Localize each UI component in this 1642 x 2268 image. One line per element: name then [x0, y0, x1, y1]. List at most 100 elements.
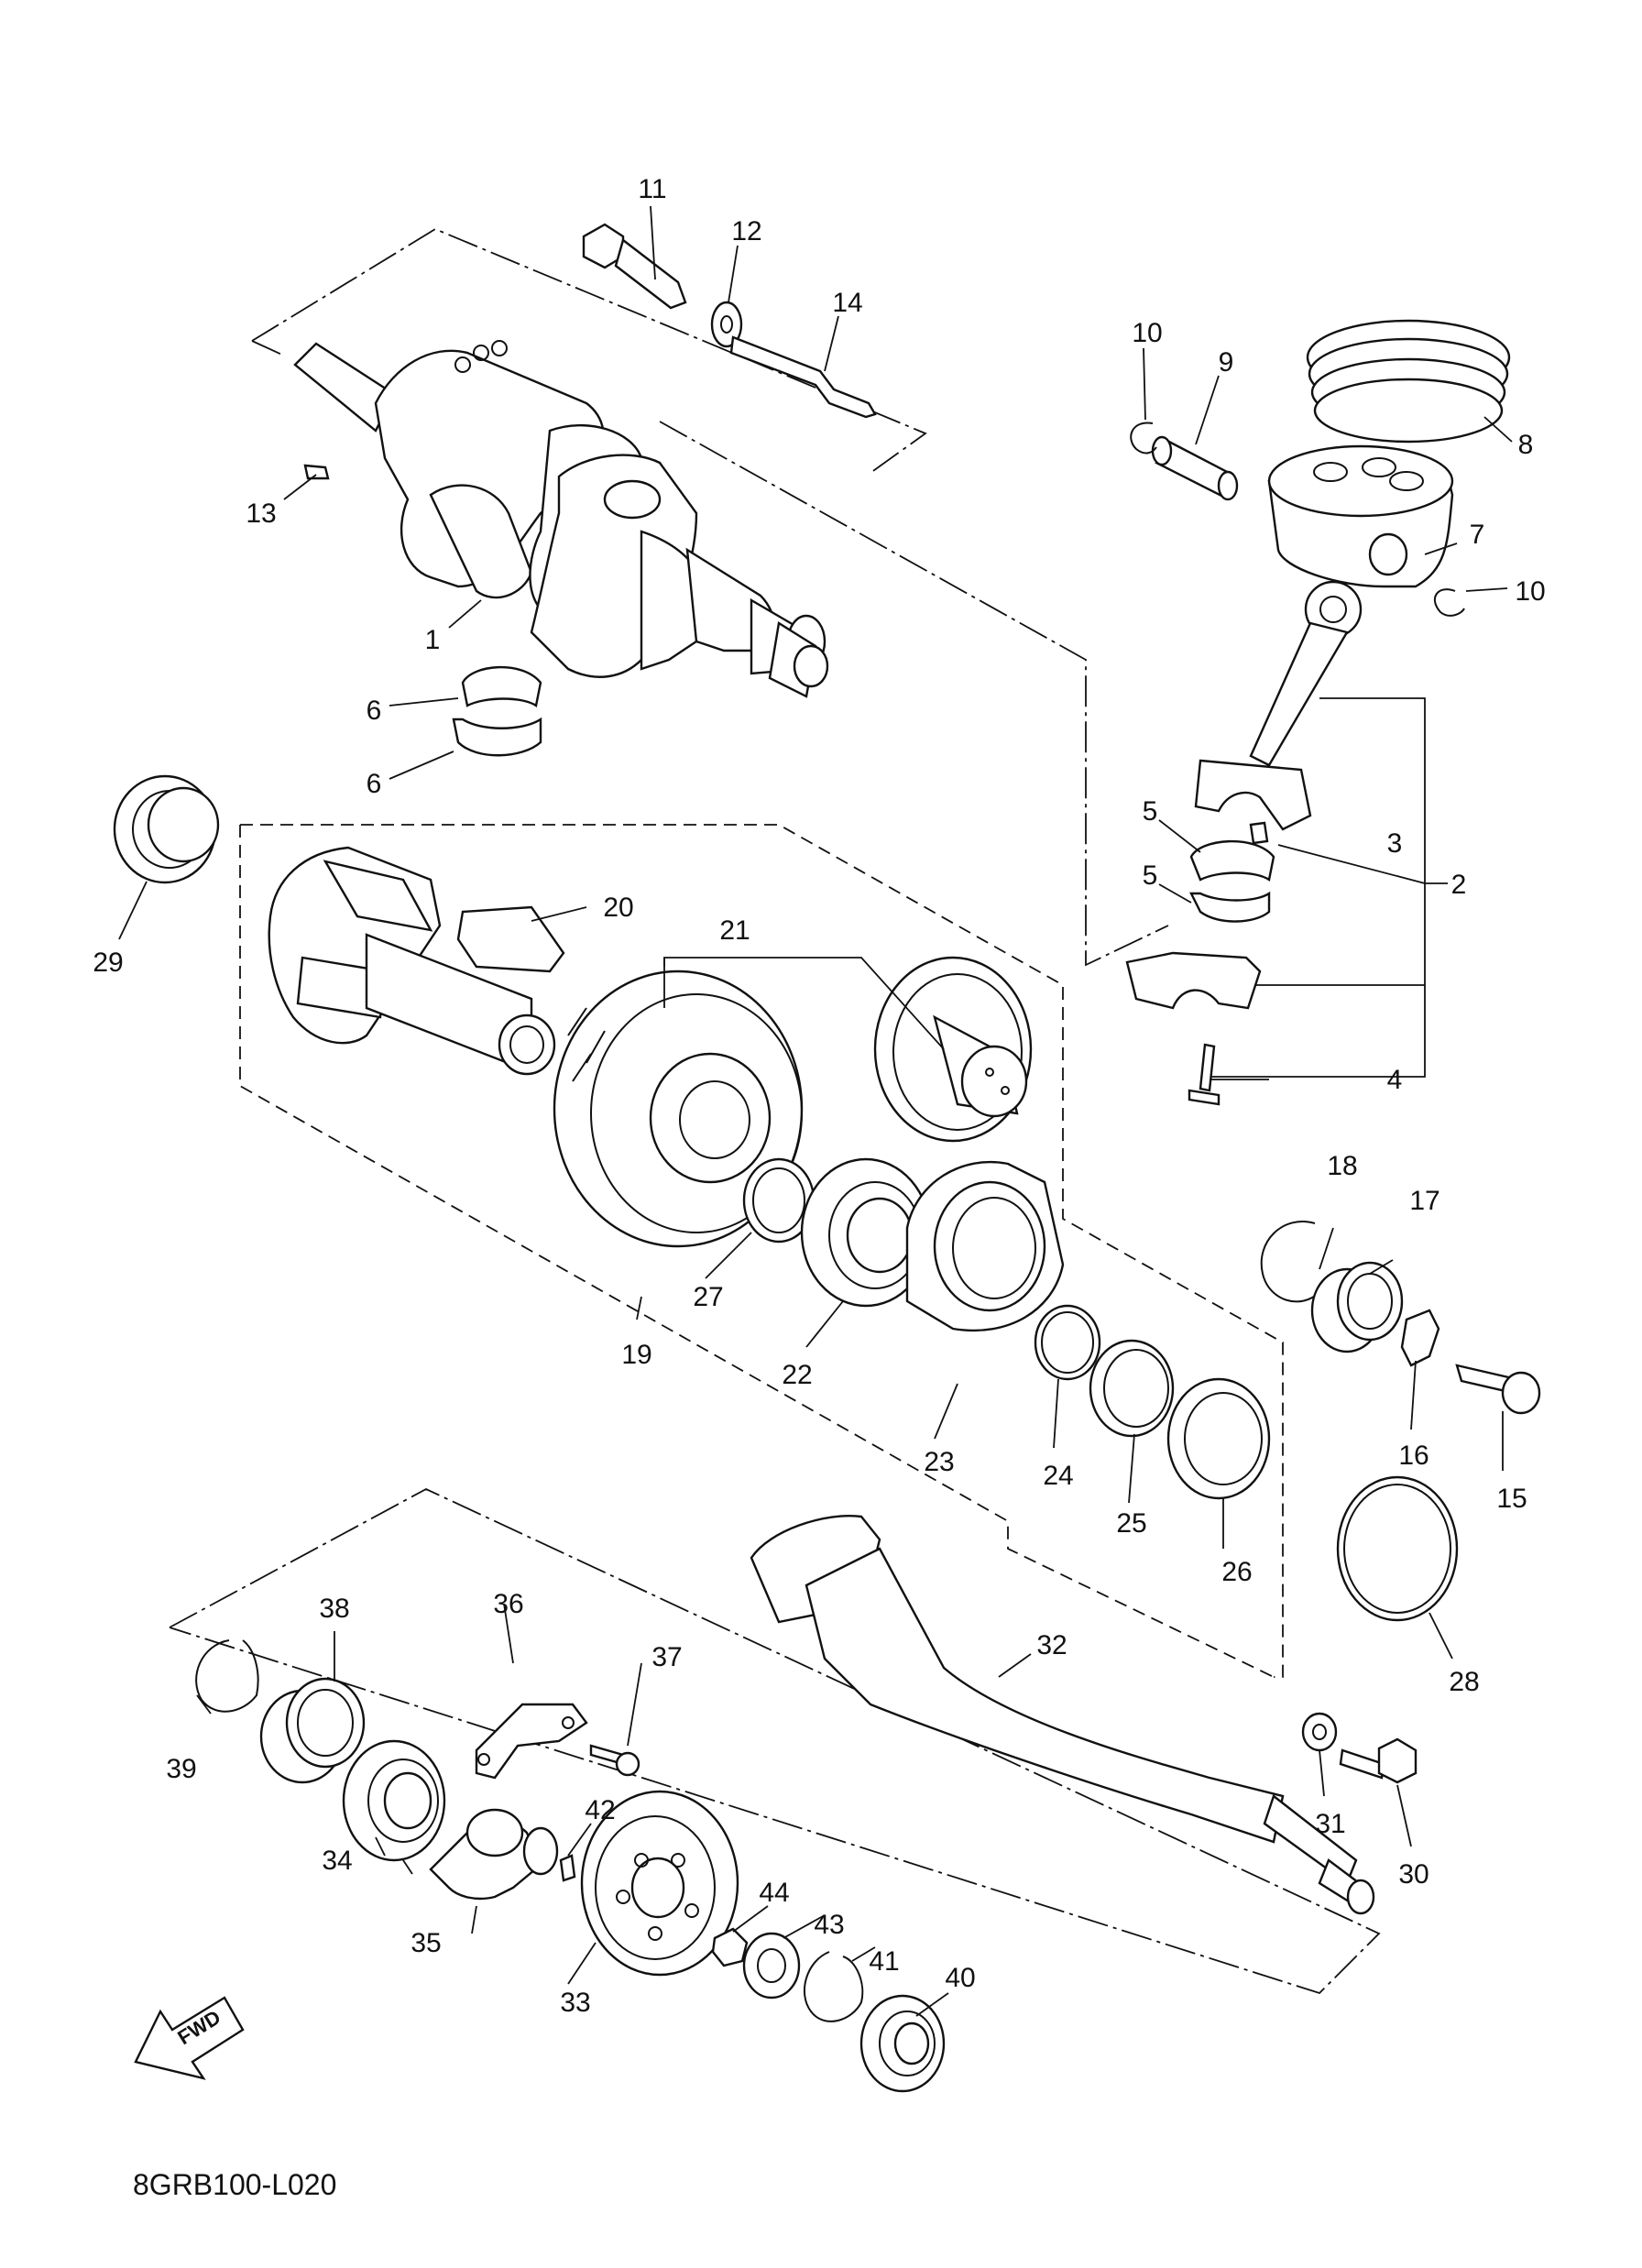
callout-23: 23	[924, 1447, 954, 1477]
plate-14	[729, 335, 877, 419]
piston-7	[1267, 444, 1454, 588]
bearing-5-upper	[1189, 839, 1275, 882]
rod-bolt	[1188, 1043, 1221, 1106]
lock-washer-16	[1400, 1309, 1440, 1367]
oil-seal-26	[1166, 1377, 1271, 1500]
bearing-5-lower	[1189, 891, 1271, 923]
collar-25	[1089, 1339, 1175, 1438]
callout-16: 16	[1398, 1441, 1429, 1471]
diagram-code: 8GRB100-L020	[133, 2168, 336, 2201]
callout-30: 30	[1398, 1859, 1429, 1890]
pin-42	[559, 1854, 576, 1882]
callout-18: 18	[1327, 1151, 1357, 1181]
crank-bearing-6-upper	[461, 665, 542, 707]
balancer-drive-gear	[553, 970, 804, 1248]
callout-39: 39	[166, 1754, 196, 1784]
woodruff-key	[303, 464, 330, 480]
circlip-10-right	[1434, 588, 1465, 617]
callout-3: 3	[1387, 828, 1403, 859]
callout-43: 43	[814, 1910, 844, 1940]
stopper-plate-36	[475, 1703, 588, 1780]
cam-35	[429, 1808, 559, 1901]
callout-9: 9	[1219, 347, 1234, 378]
needle-bearing-38	[259, 1677, 366, 1784]
connecting-rod-leader-outline	[659, 421, 1169, 967]
callout-14: 14	[832, 288, 862, 318]
callout-42: 42	[585, 1795, 615, 1825]
conrod-bracket	[1210, 697, 1448, 1080]
callout-15: 15	[1496, 1484, 1527, 1514]
piston-pin-9	[1151, 435, 1239, 501]
callout-33: 33	[560, 1988, 590, 2018]
crankshaft	[293, 340, 829, 698]
bolt-11	[582, 223, 687, 310]
circlip-18	[1260, 1221, 1320, 1303]
callout-31: 31	[1315, 1809, 1345, 1839]
callout-35: 35	[410, 1928, 441, 1958]
callout-12: 12	[731, 216, 761, 247]
collar-43	[742, 1932, 801, 2000]
o-ring-24	[1034, 1304, 1101, 1381]
balancer-group-outline	[239, 824, 1284, 1678]
callout-8: 8	[1518, 430, 1534, 460]
oil-seal-29	[113, 774, 220, 884]
bearing-34	[342, 1739, 446, 1862]
callout-26: 26	[1221, 1557, 1252, 1587]
output-shaft-group-outline	[169, 1487, 1381, 1995]
crank-bearing-6-lower	[452, 717, 542, 757]
callout-13: 13	[246, 499, 276, 529]
bearing-22	[800, 1157, 932, 1308]
circlip-10-left	[1130, 422, 1157, 455]
screw-37	[589, 1744, 640, 1777]
callout-22: 22	[782, 1360, 812, 1390]
callout-labels: 11 12 14 13 1 6 6 10 9 8 7 10 5 3 5 2 4 …	[93, 174, 1545, 2018]
needle-bearing-17	[1310, 1261, 1404, 1353]
callout-24: 24	[1043, 1461, 1073, 1491]
fwd-arrow-icon: FWD	[134, 1996, 245, 2080]
bolt-15	[1455, 1364, 1541, 1415]
balancer-shaft	[268, 846, 556, 1076]
callout-32: 32	[1036, 1630, 1067, 1660]
callout-11: 11	[638, 174, 666, 204]
callout-10b: 10	[1515, 576, 1545, 607]
callout-38: 38	[319, 1594, 349, 1624]
callout-19: 19	[621, 1340, 651, 1370]
bearing-housing-23	[905, 1160, 1065, 1332]
callout-4: 4	[1387, 1065, 1403, 1095]
callout-7: 7	[1470, 520, 1485, 550]
piston-rings-8	[1306, 319, 1511, 444]
circlip-39	[195, 1639, 259, 1713]
callout-2: 2	[1451, 870, 1467, 900]
callout-17: 17	[1409, 1186, 1439, 1216]
gear-33	[580, 1790, 739, 1977]
washer-31	[1301, 1712, 1338, 1752]
callout-44: 44	[759, 1878, 789, 1908]
circlip-27	[742, 1157, 816, 1244]
o-ring-28	[1336, 1475, 1459, 1622]
callout-37: 37	[651, 1642, 682, 1672]
lock-washer-44	[711, 1927, 749, 1967]
callout-6b: 6	[367, 769, 382, 799]
dowel-pin-3	[1249, 821, 1269, 845]
callout-34: 34	[322, 1846, 352, 1876]
callout-41: 41	[869, 1946, 899, 1977]
callout-36: 36	[493, 1589, 523, 1619]
rod-cap	[1125, 951, 1262, 1010]
callout-6a: 6	[367, 696, 382, 726]
callout-20: 20	[603, 893, 633, 923]
callout-5b: 5	[1143, 860, 1158, 891]
washer-12	[710, 301, 743, 348]
balancer-driven-gear	[873, 956, 1033, 1143]
callout-10a: 10	[1132, 318, 1162, 348]
bearing-40	[859, 1994, 946, 2093]
callout-27: 27	[693, 1282, 723, 1312]
bolt-30	[1339, 1737, 1418, 1784]
callout-21: 21	[719, 915, 750, 946]
callout-28: 28	[1449, 1667, 1479, 1697]
callout-5a: 5	[1143, 796, 1158, 827]
connecting-rod	[1194, 580, 1363, 831]
callout-29: 29	[93, 948, 123, 978]
crankshaft-group-outline	[251, 227, 927, 474]
leader-lines	[118, 205, 1513, 2017]
